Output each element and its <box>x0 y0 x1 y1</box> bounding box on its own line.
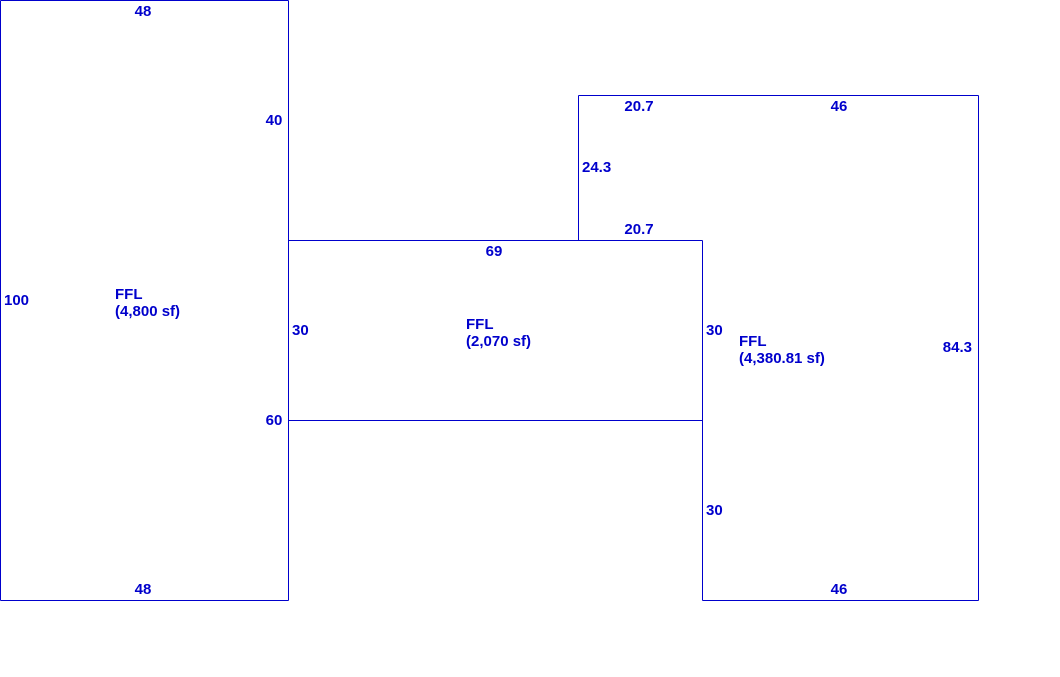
area-3-notch-bottom-dimension: 20.7 <box>624 221 653 238</box>
area-1-left-dimension: 100 <box>4 292 29 309</box>
area-2-left-dimension: 30 <box>292 322 309 339</box>
area-3-label: FFL <box>739 333 767 350</box>
area-1-top-dimension: 48 <box>135 3 152 20</box>
area-2-right-dimension: 30 <box>706 322 723 339</box>
area-1-right-lower-dimension: 60 <box>266 412 283 429</box>
area-3-top-dimension: 46 <box>831 98 848 115</box>
area-3-outline <box>578 95 979 601</box>
area-3-left-lower-dimension: 30 <box>706 502 723 519</box>
area-3-right-dimension: 84.3 <box>943 339 972 356</box>
area-2-top-dimension: 69 <box>486 243 503 260</box>
area-3-area: (4,380.81 sf) <box>739 350 825 367</box>
area-1-bottom-dimension: 48 <box>135 581 152 598</box>
area-2-outline <box>288 240 703 421</box>
area-3-top-notch-dimension: 20.7 <box>624 98 653 115</box>
area-1-label: FFL <box>115 286 143 303</box>
area-2-label: FFL <box>466 316 494 333</box>
area-3-bottom-dimension: 46 <box>831 581 848 598</box>
area-1-area: (4,800 sf) <box>115 303 180 320</box>
area-2-area: (2,070 sf) <box>466 333 531 350</box>
area-3-notch-side-dimension: 24.3 <box>582 159 611 176</box>
area-1-outline <box>0 0 289 601</box>
area-1-right-upper-dimension: 40 <box>266 112 283 129</box>
